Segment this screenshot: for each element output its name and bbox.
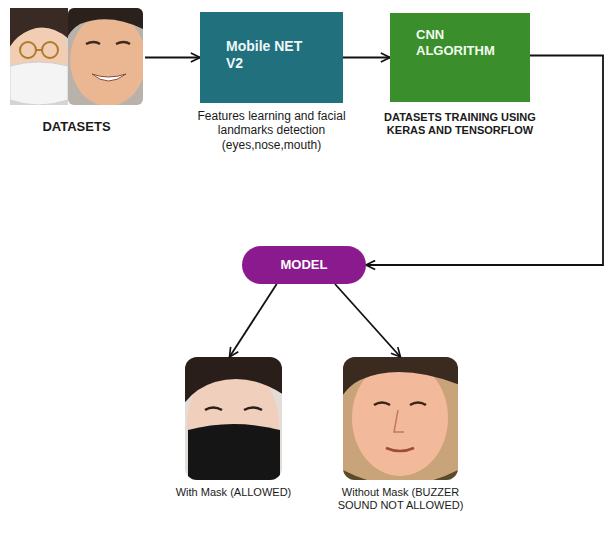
node-caption: DATASETS TRAINING USING KERAS AND TENSOR… <box>374 111 546 137</box>
node-caption: Features learning and facial landmarks d… <box>196 109 348 152</box>
result-image: With Mask (ALLOWED) <box>185 357 282 480</box>
flow-arrow <box>335 284 401 357</box>
node-label: MODEL <box>248 257 360 273</box>
unmasked-face-photo <box>343 357 458 480</box>
node-label: CNN ALGORITHM <box>416 27 512 58</box>
process-box: CNN ALGORITHMDATASETS TRAINING USING KER… <box>390 13 530 102</box>
masked-face-photo <box>185 357 282 480</box>
model-pill: MODEL <box>242 246 366 284</box>
node-caption: Without Mask (BUZZER SOUND NOT ALLOWED) <box>326 486 476 512</box>
flow-arrow <box>343 57 390 59</box>
flow-arrow <box>145 57 200 59</box>
node-caption: DATASETS <box>22 119 132 135</box>
flow-arrow <box>230 284 277 357</box>
node-label: Mobile NET V2 <box>226 38 321 72</box>
result-image: Without Mask (BUZZER SOUND NOT ALLOWED) <box>343 357 458 480</box>
node-caption: With Mask (ALLOWED) <box>174 486 294 499</box>
dataset-photo-masked <box>10 8 68 105</box>
dataset-image: DATASETS <box>10 8 143 105</box>
process-box: Mobile NET V2Features learning and facia… <box>200 12 343 103</box>
dataset-photo-unmasked <box>68 8 143 105</box>
